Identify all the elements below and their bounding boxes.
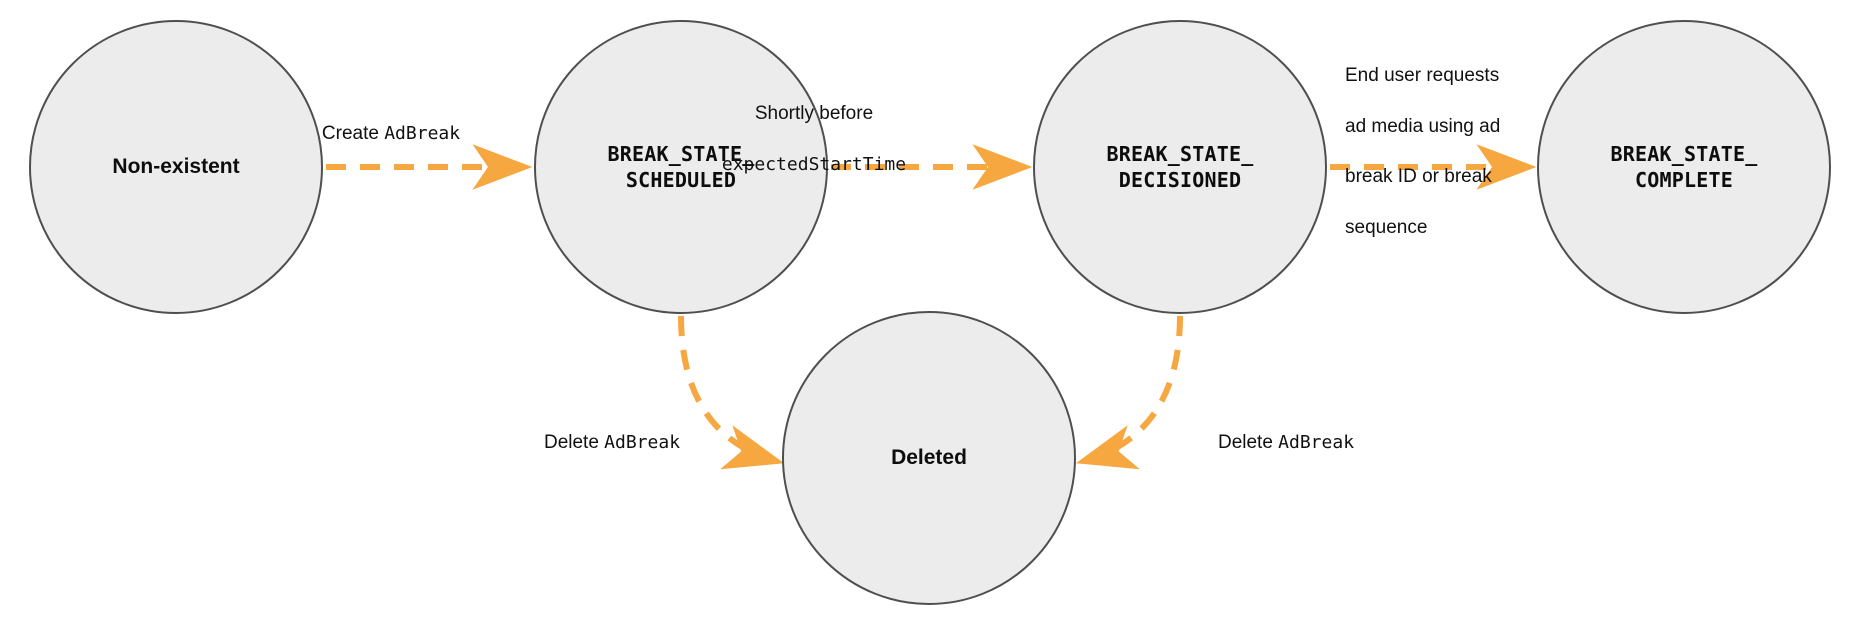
state-node-label: BREAK_STATE_ SCHEDULED — [607, 142, 755, 192]
edge-delete-from-decisioned — [1075, 315, 1183, 470]
edge-delete-from-scheduled — [678, 315, 785, 470]
state-node-non-existent[interactable]: Non-existent — [29, 20, 323, 314]
state-node-label: BREAK_STATE_ COMPLETE — [1610, 142, 1758, 192]
state-node-label: Non-existent — [112, 155, 240, 179]
state-node-break-state-complete[interactable]: BREAK_STATE_ COMPLETE — [1537, 20, 1831, 314]
state-node-label: Deleted — [891, 446, 967, 470]
state-node-break-state-scheduled[interactable]: BREAK_STATE_ SCHEDULED — [534, 20, 828, 314]
state-node-break-state-decisioned[interactable]: BREAK_STATE_ DECISIONED — [1033, 20, 1327, 314]
state-node-label: BREAK_STATE_ DECISIONED — [1106, 142, 1254, 192]
state-node-deleted[interactable]: Deleted — [782, 311, 1076, 605]
